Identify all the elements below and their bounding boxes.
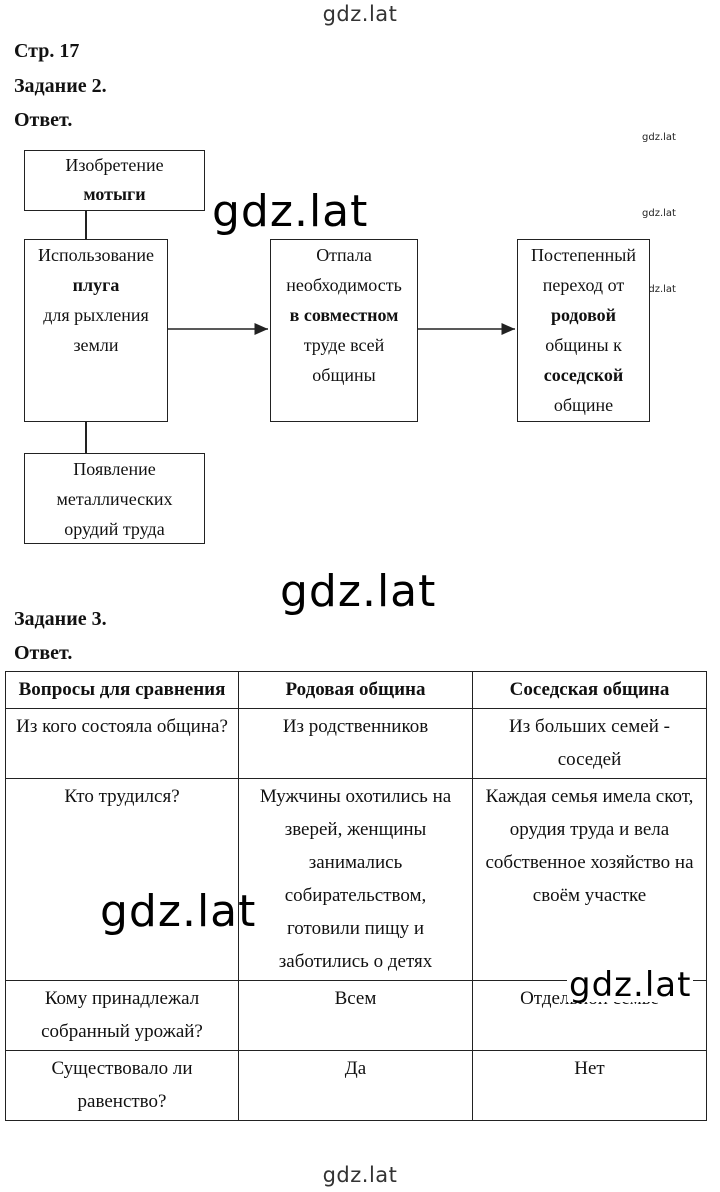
watermark-big-2: gdz.lat <box>280 566 437 617</box>
task-3-heading: Задание 3. <box>14 608 107 630</box>
box-plough-line2: плуга <box>72 275 120 295</box>
table-header-row: Вопросы для сравнения Родовая община Сос… <box>5 671 707 709</box>
watermark-small-2: gdz.lat <box>642 208 676 219</box>
table-row: Кто трудился? Мужчины охотились на звере… <box>5 778 707 981</box>
box-transition-line1: Постепенный <box>531 245 636 265</box>
box-transition: Постепенный переход от родовой общины к … <box>517 239 650 422</box>
table-cell: Мужчины охотились на зверей, женщины зан… <box>238 778 473 981</box>
box-metal: Появление металлических орудий труда <box>24 453 205 544</box>
box-transition-line5: соседской <box>543 365 624 385</box>
page-number: Стр. 17 <box>14 40 80 62</box>
box-transition-line3: родовой <box>550 305 617 325</box>
box-metal-line1: Появление <box>73 459 156 479</box>
connector-plough-metal <box>85 421 87 454</box>
task-2-answer: Ответ. <box>14 109 73 131</box>
box-metal-line3: орудий труда <box>64 519 165 539</box>
table-cell: Из больших семей - соседей <box>472 708 707 779</box>
box-transition-line2: переход от <box>542 275 625 295</box>
table-cell: Кто трудился? <box>5 778 239 981</box>
table-cell: Кому принадлежал собранный урожай? <box>5 980 239 1051</box>
watermark-small-1: gdz.lat <box>642 132 676 143</box>
table-header-cell: Родовая община <box>238 671 473 709</box>
watermark-small-3: gdz.lat <box>642 284 676 295</box>
table-row: Существовало ли равенство? Да Нет <box>5 1050 707 1121</box>
table-header-cell: Вопросы для сравнения <box>5 671 239 709</box>
watermark-top: gdz.lat <box>322 2 398 26</box>
box-transition-line4: общины к <box>545 335 622 355</box>
table-cell: Каждая семья имела скот, орудия труда и … <box>472 778 707 981</box>
connector-invention-plough <box>85 210 87 240</box>
box-transition-line6: общине <box>553 395 614 415</box>
box-invention-line1: Изобретение <box>65 155 164 175</box>
box-need-line5: общины <box>312 365 376 385</box>
box-plough-line4: земли <box>73 335 119 355</box>
watermark-big-3: gdz.lat <box>100 886 257 937</box>
box-metal-line2: металлических <box>56 489 173 509</box>
table-cell: Из родственников <box>238 708 473 779</box>
box-need-line1: Отпала <box>316 245 372 265</box>
box-need-line3: в совместном <box>289 305 399 325</box>
table-cell-text: Каждая семья имела скот, орудия труда и … <box>485 786 694 906</box>
table-cell: Нет <box>472 1050 707 1121</box>
table-cell: Да <box>238 1050 473 1121</box>
box-invention-line2: мотыги <box>83 184 146 204</box>
comparison-table: Вопросы для сравнения Родовая община Сос… <box>5 671 707 1121</box>
diagram-arrows <box>167 323 515 335</box>
task-3-answer: Ответ. <box>14 642 73 664</box>
task-2-heading: Задание 2. <box>14 75 107 97</box>
watermark-bottom: gdz.lat <box>322 1163 398 1187</box>
watermark-big-4: gdz.lat <box>567 965 694 1005</box>
table-cell: Из кого состояла община? <box>5 708 239 779</box>
box-plough-line3: для рыхления <box>43 305 149 325</box>
watermark-big-1: gdz.lat <box>212 186 369 237</box>
table-cell: Всем <box>238 980 473 1051</box>
box-plough: Использование плуга для рыхления земли <box>24 239 168 422</box>
table-header-cell: Соседская община <box>472 671 707 709</box>
box-need-line4: труде всей <box>303 335 385 355</box>
box-invention: Изобретение мотыги <box>24 150 205 211</box>
table-cell: Существовало ли равенство? <box>5 1050 239 1121</box>
box-plough-line1: Использование <box>37 245 155 265</box>
box-need-line2: необходимость <box>286 275 402 295</box>
box-need: Отпала необходимость в совместном труде … <box>270 239 418 422</box>
table-row: Из кого состояла община? Из родственнико… <box>5 708 707 779</box>
